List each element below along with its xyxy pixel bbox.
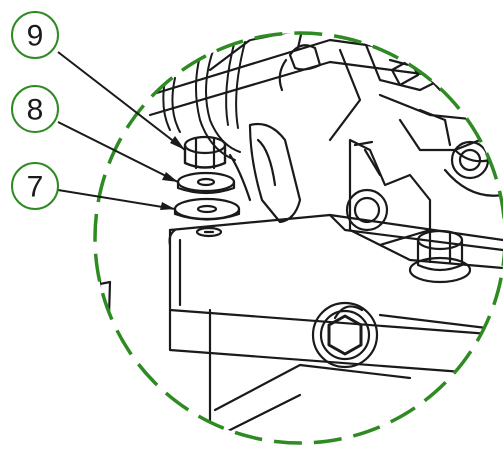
arrowhead-8	[162, 172, 178, 182]
detail-circle	[93, 31, 503, 445]
leader-line-7	[57, 189, 176, 210]
callout-balloon-9	[11, 11, 59, 59]
callout-balloon-8	[11, 85, 59, 133]
leader-arrowheads	[160, 136, 185, 210]
right-hex-bolt	[408, 229, 472, 284]
leader-line-8	[57, 121, 179, 183]
arrowhead-7	[160, 202, 175, 210]
callout-7: 7	[11, 162, 59, 210]
callout-label-9: 9	[27, 20, 44, 53]
callout-label-8: 8	[27, 94, 44, 127]
fastener-stack	[173, 135, 241, 238]
upper-frame	[148, 33, 503, 197]
center-bracket	[228, 122, 432, 247]
lower-frame	[95, 278, 503, 443]
leader-line-9	[57, 51, 186, 151]
mounting-plate	[168, 213, 503, 377]
arrowhead-9	[170, 136, 185, 150]
callout-balloon-7	[11, 162, 59, 210]
callout-8: 8	[11, 85, 59, 133]
front-hex-bolt	[311, 301, 379, 369]
callout-label-7: 7	[27, 171, 44, 204]
callout-9: 9	[11, 11, 59, 59]
leader-lines	[57, 51, 186, 210]
